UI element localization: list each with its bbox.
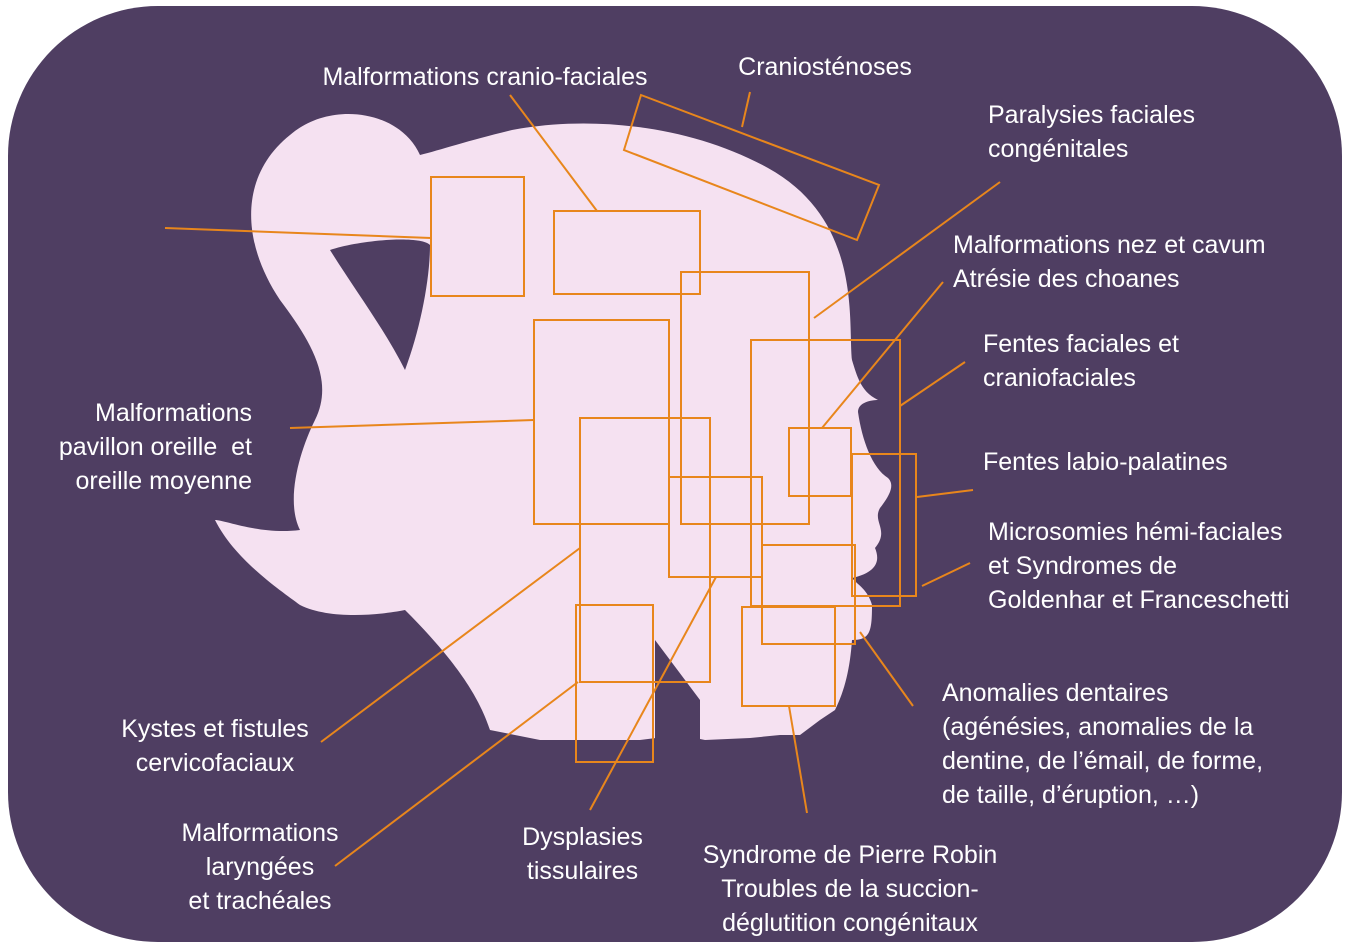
label-paralysies-faciales: Paralysies faciales congénitales — [988, 98, 1308, 166]
label-fentes-labio-palatines: Fentes labio-palatines — [983, 445, 1303, 479]
label-kystes-fistules: Kystes et fistules cervicofaciaux — [70, 712, 360, 780]
label-malformations-cranio-faciales: Malformations cranio-faciales — [290, 60, 680, 94]
label-malformations-oreille: Malformations pavillon oreille et oreill… — [10, 396, 252, 498]
label-fentes-faciales: Fentes faciales et craniofaciales — [983, 327, 1283, 395]
label-malformations-laryngees: Malformations laryngées et trachéales — [120, 816, 400, 918]
label-craniostenoses: Craniosténoses — [715, 50, 935, 84]
label-microsomies: Microsomies hémi-faciales et Syndromes d… — [988, 515, 1343, 617]
label-dysplasies-tissulaires: Dysplasies tissulaires — [500, 820, 665, 888]
label-pierre-robin: Syndrome de Pierre Robin Troubles de la … — [650, 838, 1050, 940]
label-malformations-nez-cavum: Malformations nez et cavum Atrésie des c… — [953, 228, 1338, 296]
label-anomalies-dentaires: Anomalies dentaires (agénésies, anomalie… — [942, 676, 1342, 812]
